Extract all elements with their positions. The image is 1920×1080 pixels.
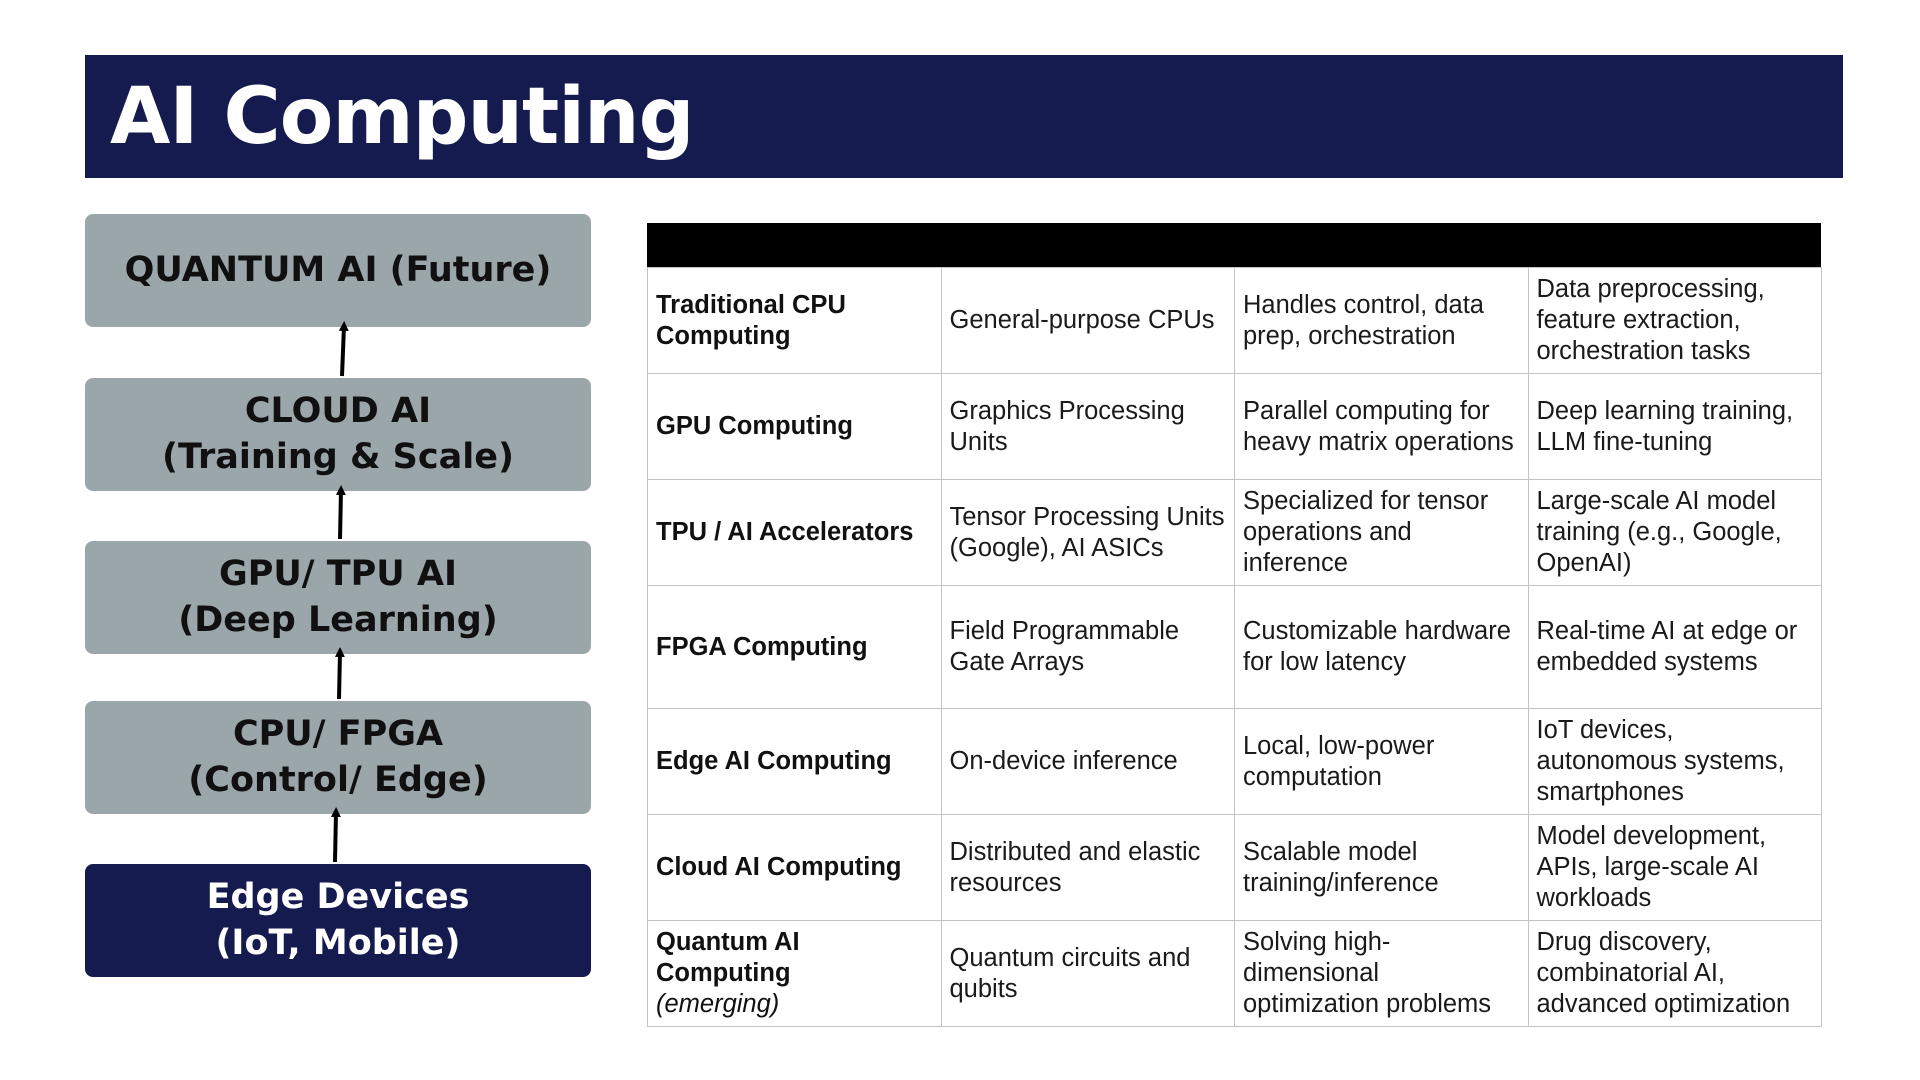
hardware-cell: Tensor Processing Units (Google), AI ASI… [940, 479, 1235, 586]
arrow-up [330, 807, 341, 863]
stack-box-cpu-fpga: CPU/ FPGA (Control/ Edge) [85, 701, 591, 814]
stack-label: CLOUD AI (Training & Scale) [162, 391, 514, 477]
stack-label: QUANTUM AI (Future) [124, 249, 552, 290]
role-cell: Specialized for tensor operations and in… [1234, 479, 1529, 586]
table-row: Quantum AI Computing (emerging) Quantum … [647, 920, 1822, 1027]
hardware-cell: General-purpose CPUs [940, 267, 1235, 374]
approach-cell: GPU Computing [647, 373, 942, 480]
hardware-cell: Field Programmable Gate Arrays [940, 585, 1235, 709]
table-row: FPGA Computing Field Programmable Gate A… [647, 585, 1822, 709]
table-row: Traditional CPU Computing General-purpos… [647, 267, 1822, 374]
use-cell: Data preprocessing, feature extraction, … [1527, 267, 1822, 374]
use-cell: Real-time AI at edge or embedded systems [1527, 585, 1822, 709]
table-row: Cloud AI Computing Distributed and elast… [647, 814, 1822, 921]
approach-cell: Edge AI Computing [647, 708, 942, 815]
approach-cell: Traditional CPU Computing [647, 267, 942, 374]
role-cell: Solving high-dimensional optimization pr… [1234, 920, 1529, 1027]
table-row: GPU Computing Graphics Processing Units … [647, 373, 1822, 480]
arrow-up [334, 647, 345, 700]
approach-name: Quantum AI Computing [656, 928, 800, 987]
stack-box-gpu-tpu-ai: GPU/ TPU AI (Deep Learning) [85, 541, 591, 654]
use-cell: Deep learning training, LLM fine-tuning [1527, 373, 1822, 480]
stack-box-edge-devices: Edge Devices (IoT, Mobile) [85, 864, 591, 977]
table-row: Edge AI Computing On-device inference Lo… [647, 708, 1822, 815]
stack-box-cloud-ai: CLOUD AI (Training & Scale) [85, 378, 591, 491]
emerging-note: (emerging) [656, 990, 780, 1018]
page-title: AI Computing [110, 71, 694, 162]
use-cell: Model development, APIs, large-scale AI … [1527, 814, 1822, 921]
table-header-bar [647, 223, 1821, 267]
role-cell: Local, low-power computation [1234, 708, 1529, 815]
table-row: TPU / AI Accelerators Tensor Processing … [647, 479, 1822, 586]
arrow-up [338, 321, 349, 377]
approach-cell: TPU / AI Accelerators [647, 479, 942, 586]
stack-label: Edge Devices (IoT, Mobile) [206, 877, 470, 963]
approach-cell: FPGA Computing [647, 585, 942, 709]
arrow-up [335, 485, 346, 540]
approach-cell: Cloud AI Computing [647, 814, 942, 921]
stack-label: GPU/ TPU AI (Deep Learning) [178, 554, 498, 640]
role-cell: Scalable model training/inference [1234, 814, 1529, 921]
hardware-cell: On-device inference [940, 708, 1235, 815]
role-cell: Handles control, data prep, orchestratio… [1234, 267, 1529, 374]
role-cell: Customizable hardware for low latency [1234, 585, 1529, 709]
hardware-cell: Graphics Processing Units [940, 373, 1235, 480]
stack-box-quantum-ai: QUANTUM AI (Future) [85, 214, 591, 327]
stack-label: CPU/ FPGA (Control/ Edge) [188, 714, 488, 800]
use-cell: Drug discovery, combinatorial AI, advanc… [1527, 920, 1822, 1027]
role-cell: Parallel computing for heavy matrix oper… [1234, 373, 1529, 480]
approach-cell: Quantum AI Computing (emerging) [647, 920, 942, 1027]
computing-table: Traditional CPU Computing General-purpos… [647, 267, 1822, 1027]
hardware-cell: Quantum circuits and qubits [940, 920, 1235, 1027]
hardware-cell: Distributed and elastic resources [940, 814, 1235, 921]
use-cell: IoT devices, autonomous systems, smartph… [1527, 708, 1822, 815]
title-bar: AI Computing [85, 55, 1843, 178]
use-cell: Large-scale AI model training (e.g., Goo… [1527, 479, 1822, 586]
